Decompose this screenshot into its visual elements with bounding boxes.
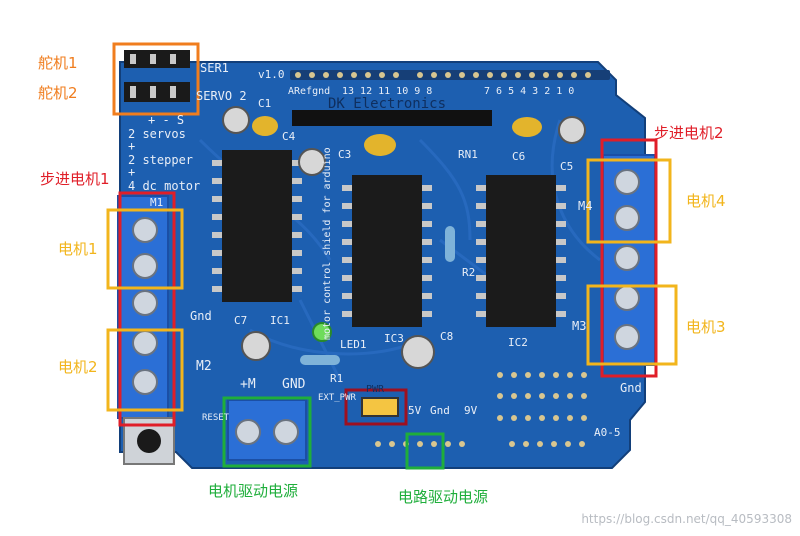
- motor3-box: [586, 284, 678, 366]
- silk-m2: M2: [196, 359, 212, 374]
- logic-power-box: [405, 432, 445, 470]
- terminal-block-right: [602, 154, 656, 366]
- silk-servos-3: +: [128, 139, 135, 153]
- label-logic-power: 电路驱动电源: [398, 488, 489, 506]
- silk-led1: LED1: [340, 338, 367, 351]
- silk-rail-gnd: Gnd: [430, 404, 450, 417]
- ic-chips: [222, 110, 556, 327]
- led-green: [312, 322, 332, 342]
- terminal-block-left: [117, 195, 169, 419]
- silk-c3: C3: [338, 148, 351, 161]
- silk-servos-5: +: [128, 165, 135, 179]
- annotation-boxes: [106, 42, 678, 470]
- silk-version: v1.0: [258, 68, 285, 81]
- label-motor3: 电机3: [686, 318, 726, 336]
- servo-box: [112, 42, 200, 116]
- label-motor2: 电机2: [58, 358, 98, 376]
- resistor-r2: [445, 226, 455, 262]
- label-servo2: 舵机2: [38, 84, 78, 102]
- servo-headers: [124, 50, 190, 102]
- silk-9v: 9V: [464, 404, 478, 417]
- silkscreen-text: SER1 SERVO 2 v1.0 ARefgnd 13 12 11 10 9 …: [128, 61, 642, 439]
- silk-aref: ARefgnd: [288, 86, 330, 97]
- motor1-box: [106, 208, 184, 290]
- silk-plus-m: +M: [240, 377, 256, 392]
- silk-digital-right: 7 6 5 4 3 2 1 0: [484, 86, 574, 97]
- silk-gnd-bottom: GND: [282, 377, 306, 392]
- label-motor1: 电机1: [58, 240, 98, 258]
- silk-digital-left: 13 12 11 10 9 8: [342, 86, 432, 97]
- silk-c7: C7: [234, 314, 247, 327]
- motor-power-box: [222, 396, 312, 468]
- silk-pwr: PWR: [366, 384, 385, 395]
- pwr-box: [344, 388, 408, 426]
- silk-ic1: IC1: [270, 314, 290, 327]
- watermark: https://blog.csdn.net/qq_40593308: [581, 512, 792, 526]
- silk-r2: R2: [462, 266, 475, 279]
- silk-brand: DK Electronics: [328, 96, 446, 112]
- label-motor-power: 电机驱动电源: [208, 482, 299, 500]
- motor4-box: [586, 158, 672, 244]
- silk-m1: M1: [150, 196, 163, 209]
- silk-r1: R1: [330, 372, 343, 385]
- label-stepper1: 步进电机1: [40, 170, 110, 188]
- silk-servos-1: + - S: [148, 113, 184, 127]
- silk-servos-2: 2 servos: [128, 127, 186, 141]
- silk-servo2: SERVO 2: [196, 89, 247, 103]
- power-terminal: [227, 399, 307, 461]
- silk-m4: M4: [578, 199, 592, 213]
- silk-c5: C5: [560, 160, 573, 173]
- silk-ser1: SER1: [200, 61, 229, 75]
- stepper1-box: [118, 191, 176, 427]
- silk-m3: M3: [572, 319, 586, 333]
- ic-legs: [212, 160, 566, 317]
- silk-5v: 5V: [408, 404, 422, 417]
- silk-c8: C8: [440, 330, 453, 343]
- stepper2-box: [600, 138, 658, 378]
- label-stepper2: 步进电机2: [654, 124, 724, 142]
- silk-servos-6: 4 dc motor: [128, 179, 200, 193]
- capacitors: [222, 106, 586, 369]
- pwr-jumper: [361, 397, 399, 417]
- silk-c6: C6: [512, 150, 525, 163]
- silk-ext-pwr: EXT_PWR: [318, 393, 357, 403]
- silk-c4: C4: [282, 130, 296, 143]
- bottom-header-holes: [375, 441, 585, 447]
- resistor-r1: [300, 355, 340, 365]
- silk-analog: A0-5: [594, 426, 621, 439]
- motor2-box: [106, 328, 184, 412]
- silk-vertical: motor control shield for arduino: [322, 147, 333, 340]
- silk-rn1: RN1: [458, 148, 478, 161]
- label-motor4: 电机4: [686, 192, 726, 210]
- top-header-holes: [295, 72, 591, 78]
- silk-ic3: IC3: [384, 332, 404, 345]
- label-servo1: 舵机1: [38, 54, 78, 72]
- silk-gnd-left: Gnd: [190, 309, 212, 323]
- right-pad-grid: [497, 372, 587, 421]
- silk-reset: RESET: [202, 413, 230, 423]
- silk-gnd-right: Gnd: [620, 381, 642, 395]
- silk-servos-4: 2 stepper: [128, 153, 193, 167]
- silk-ic2: IC2: [508, 336, 528, 349]
- silk-c1: C1: [258, 97, 271, 110]
